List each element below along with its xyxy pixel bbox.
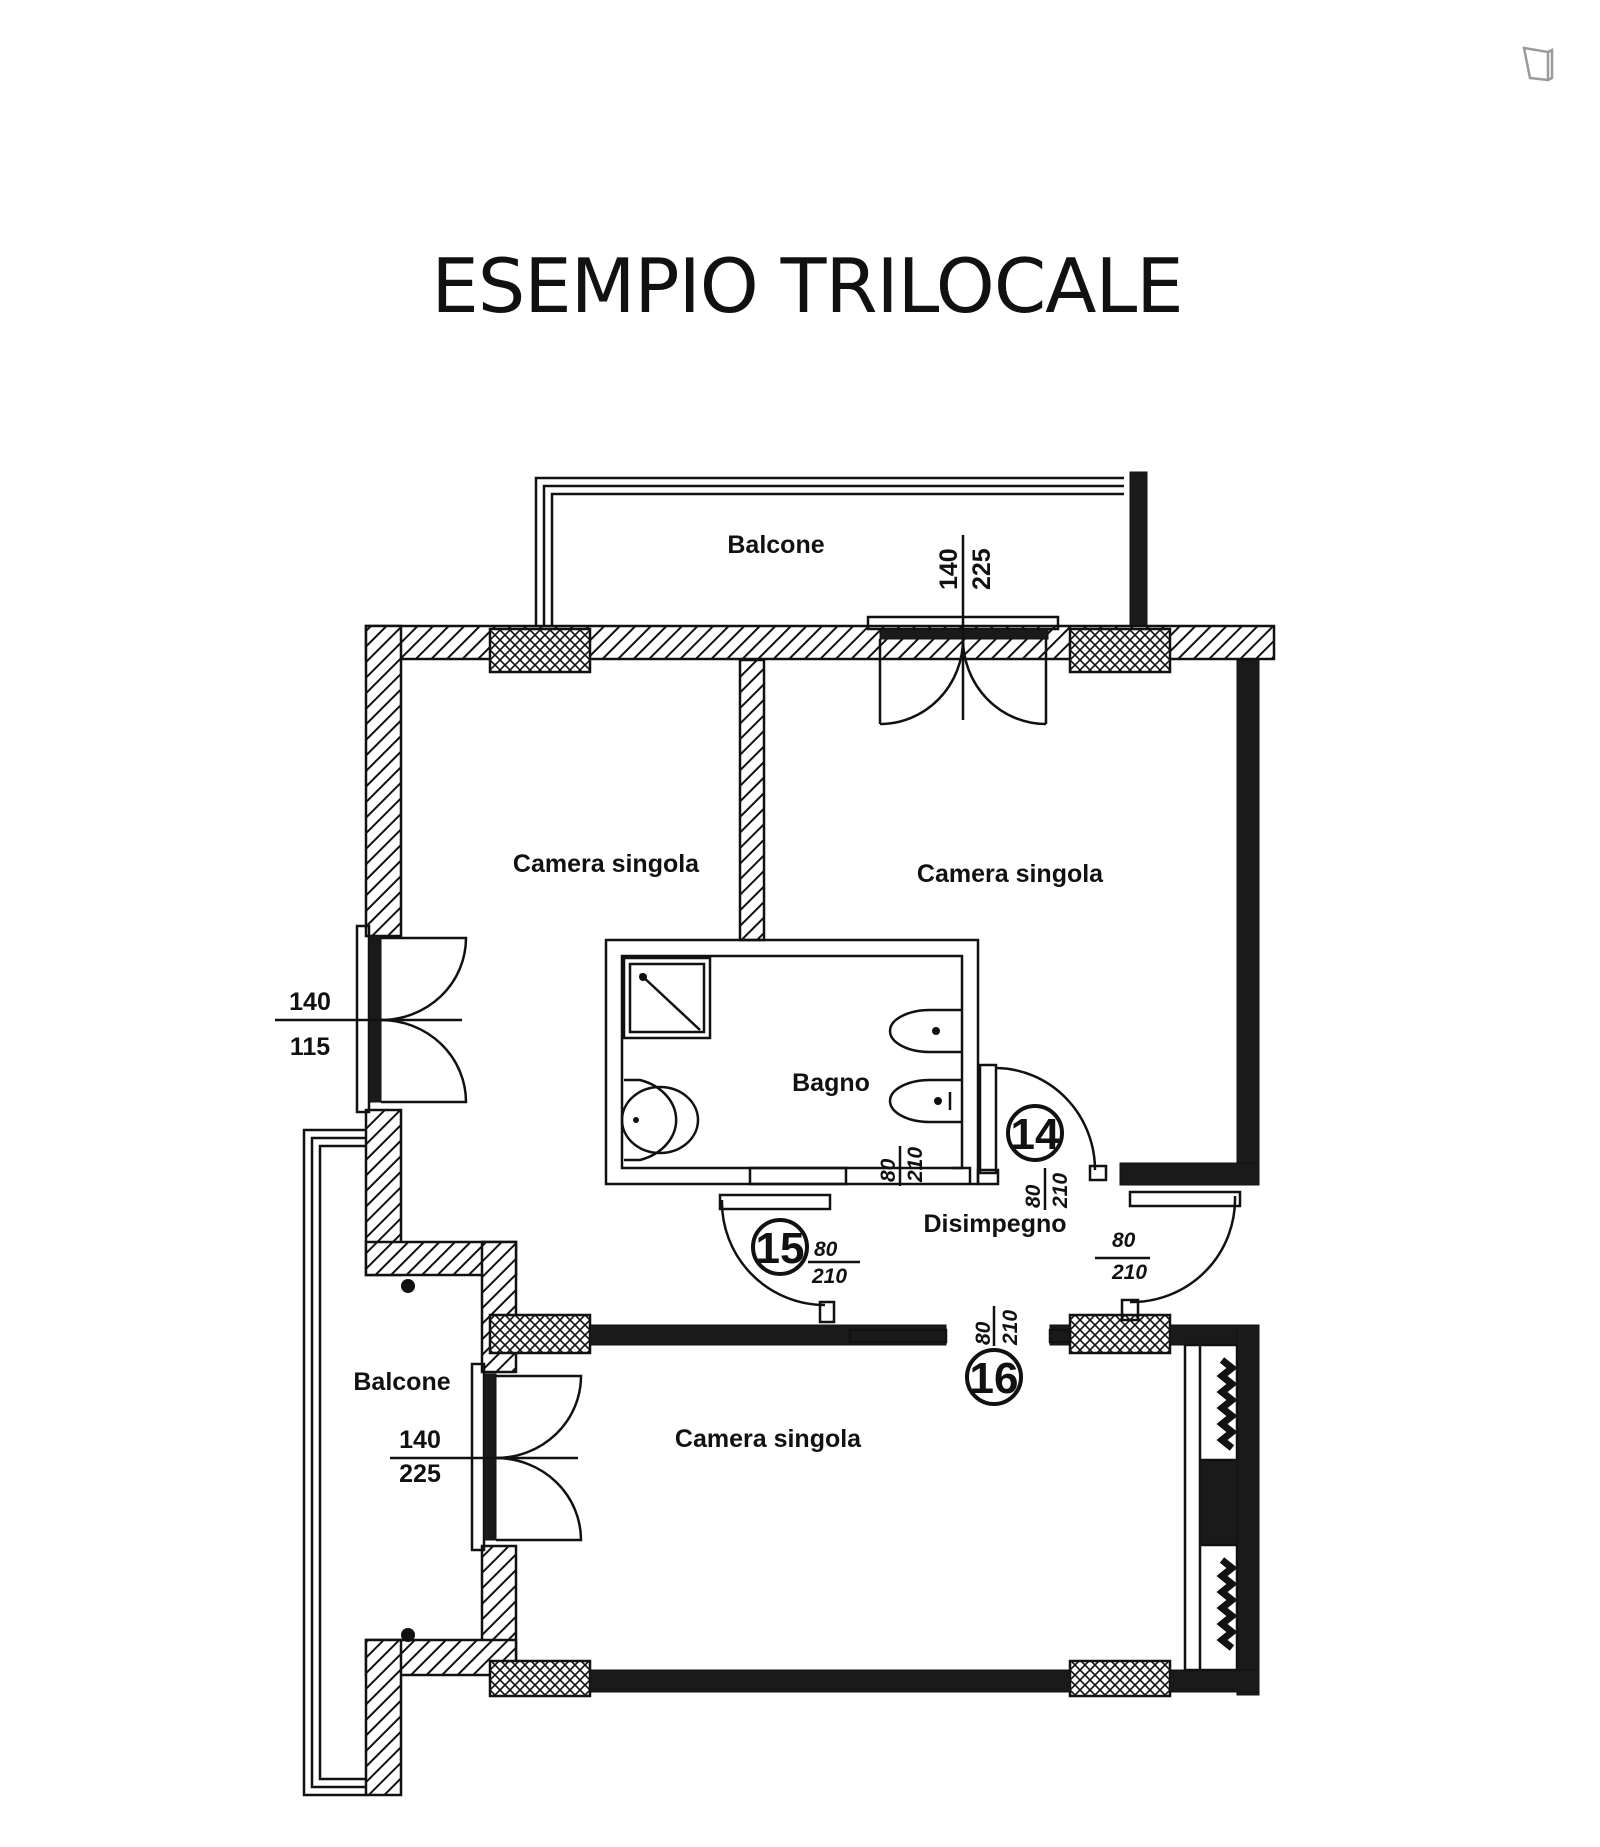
door-16-dim: 80 210 <box>972 1306 1022 1346</box>
door-bagno-dim: 80 210 <box>877 1146 927 1186</box>
pillar-bottom-right <box>1068 1659 1172 1698</box>
window-top-height: 225 <box>968 548 996 590</box>
svg-text:210: 210 <box>811 1265 847 1288</box>
pillar-bottom-left <box>488 1659 592 1698</box>
wall-left-bottom <box>364 1638 403 1797</box>
room-disimpegno: Disimpegno <box>923 1210 1066 1238</box>
door-14 <box>976 1063 1108 1186</box>
svg-text:210: 210 <box>904 1147 927 1183</box>
bathroom <box>604 938 980 1186</box>
door-disimpegno-right-dim: 80 210 <box>1111 1229 1147 1284</box>
room-camera-left: Camera singola <box>513 850 700 878</box>
wall-bottom-right <box>1236 1324 1260 1696</box>
pillar-top-right <box>1068 627 1172 674</box>
door-15 <box>718 1193 860 1324</box>
window-bottom-left-height: 225 <box>399 1460 441 1488</box>
door-15-dim: 80 210 <box>811 1238 847 1288</box>
wall-bottom-right-seg <box>1169 1669 1260 1693</box>
pillar-mid-right <box>1068 1313 1172 1355</box>
balcony-drain-top <box>401 1279 415 1293</box>
svg-text:210: 210 <box>1111 1261 1147 1284</box>
svg-text:80: 80 <box>972 1321 995 1345</box>
window-top-width: 140 <box>935 548 963 590</box>
window-top <box>866 535 1060 726</box>
wall-partition <box>738 658 766 942</box>
door-15-number: 15 <box>756 1224 805 1273</box>
wardrobe <box>1183 1343 1239 1672</box>
svg-text:80: 80 <box>814 1238 838 1261</box>
room-camera-bottom: Camera singola <box>675 1425 862 1453</box>
pillar-mid-left <box>488 1313 592 1355</box>
svg-text:210: 210 <box>1049 1173 1072 1209</box>
window-bottom-left <box>390 1362 583 1552</box>
window-left-height: 115 <box>290 1033 330 1061</box>
room-bagno: Bagno <box>792 1069 870 1097</box>
svg-text:80: 80 <box>1022 1184 1045 1208</box>
window-bottom-left-width: 140 <box>399 1426 441 1454</box>
window-left <box>275 924 468 1114</box>
room-balcone-top: Balcone <box>727 531 824 559</box>
wall-right-lower-stub <box>1119 1162 1260 1186</box>
plan-title: ESEMPIO TRILOCALE <box>431 242 1182 330</box>
svg-text:80: 80 <box>1112 1229 1136 1252</box>
room-balcone-left: Balcone <box>353 1368 450 1396</box>
book-icon <box>1522 46 1554 82</box>
svg-text:210: 210 <box>999 1310 1022 1346</box>
door-14-number: 14 <box>1011 1110 1060 1159</box>
door-14-dim: 80 210 <box>1022 1168 1072 1210</box>
wall-left-upper <box>364 624 403 938</box>
balcony-drain-bottom <box>401 1628 415 1642</box>
wall-right-upper <box>1236 659 1260 1186</box>
svg-text:80: 80 <box>877 1158 900 1182</box>
door-disimpegno-right <box>1095 1190 1242 1322</box>
pillar-top-left <box>488 627 592 674</box>
balcony-top-railing <box>534 476 1124 626</box>
door-16-number: 16 <box>970 1354 1019 1403</box>
balcony-top-side-wall <box>1129 471 1148 631</box>
balcony-left-railing <box>302 1128 366 1797</box>
room-camera-right: Camera singola <box>917 860 1104 888</box>
door-16 <box>848 1328 1072 1406</box>
wall-bottom <box>589 1669 1071 1693</box>
window-left-width: 140 <box>289 988 331 1016</box>
